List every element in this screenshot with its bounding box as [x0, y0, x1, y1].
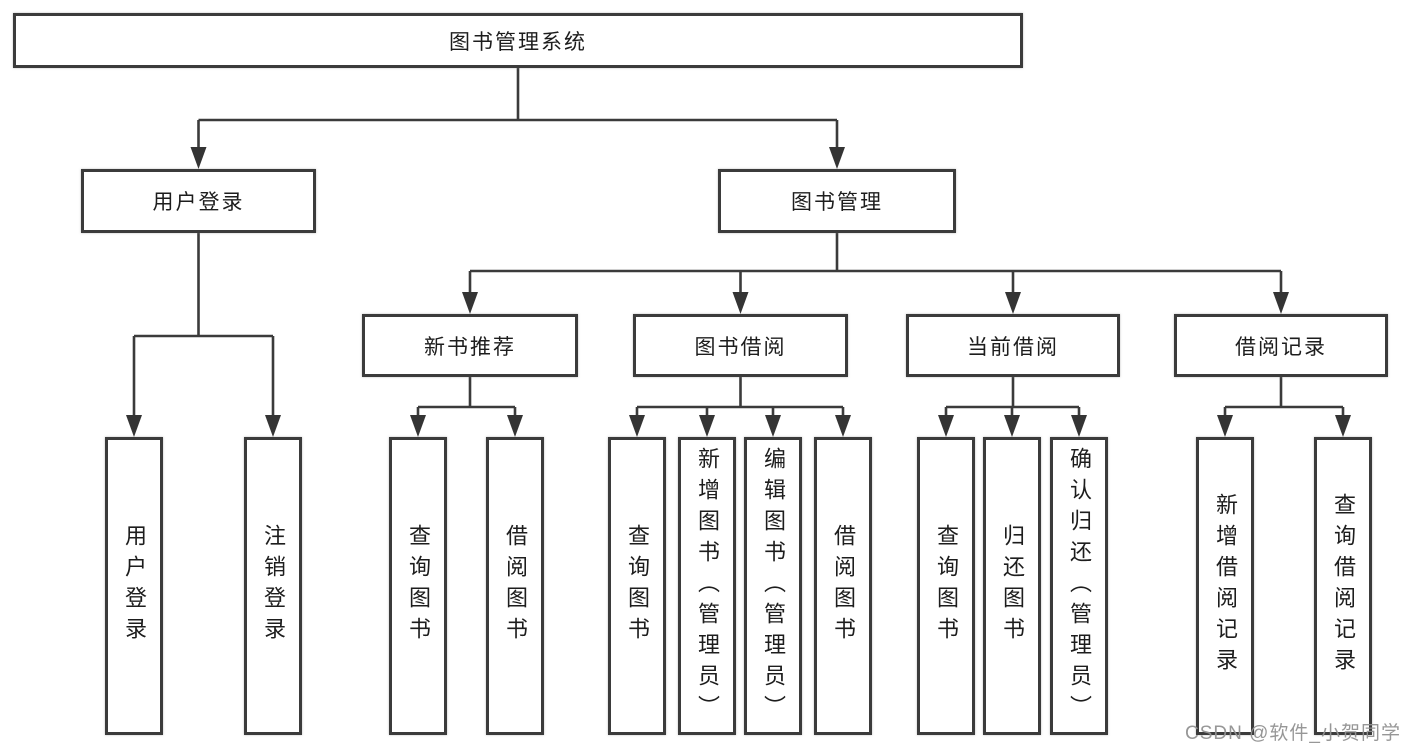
leaf-confirm-return-admin: 确认归还（管理员）: [1050, 437, 1108, 735]
connector-book-management-to-modules: [468, 233, 1283, 294]
leaf-borrow-books-borrowing: 借阅图书: [814, 437, 872, 735]
leaf-query-books-recommend: 查询图书: [389, 437, 447, 735]
connector-book-borrowing-to-leaves: [635, 377, 845, 417]
leaf-add-book-admin: 新增图书（管理员）: [678, 437, 736, 735]
leaf-query-books-borrowing: 查询图书: [608, 437, 666, 735]
node-new-book-recommendation: 新书推荐: [362, 314, 578, 377]
leaf-edit-book-admin: 编辑图书（管理员）: [744, 437, 802, 735]
connector-root-to-branches: [197, 68, 839, 149]
arrowheads: [126, 147, 1351, 437]
node-library-management-system: 图书管理系统: [13, 13, 1023, 68]
connector-borrowing-records-to-leaves: [1223, 377, 1345, 417]
leaf-query-borrow-record: 查询借阅记录: [1314, 437, 1372, 735]
leaf-logout: 注销登录: [244, 437, 302, 735]
node-book-borrowing: 图书借阅: [633, 314, 848, 377]
leaf-add-borrow-record: 新增借阅记录: [1196, 437, 1254, 735]
connector-user-login-to-leaves: [132, 233, 275, 416]
node-borrowing-records: 借阅记录: [1174, 314, 1388, 377]
leaf-user-login: 用户登录: [105, 437, 163, 735]
leaf-return-books: 归还图书: [983, 437, 1041, 735]
leaf-borrow-books-recommend: 借阅图书: [486, 437, 544, 735]
node-user-login: 用户登录: [81, 169, 316, 233]
connector-current-borrowing-to-leaves: [944, 377, 1081, 417]
node-book-management: 图书管理: [718, 169, 956, 233]
leaf-query-books-current: 查询图书: [917, 437, 975, 735]
node-current-borrowing: 当前借阅: [906, 314, 1120, 377]
connector-new-book-recommendation-to-leaves: [416, 377, 517, 417]
